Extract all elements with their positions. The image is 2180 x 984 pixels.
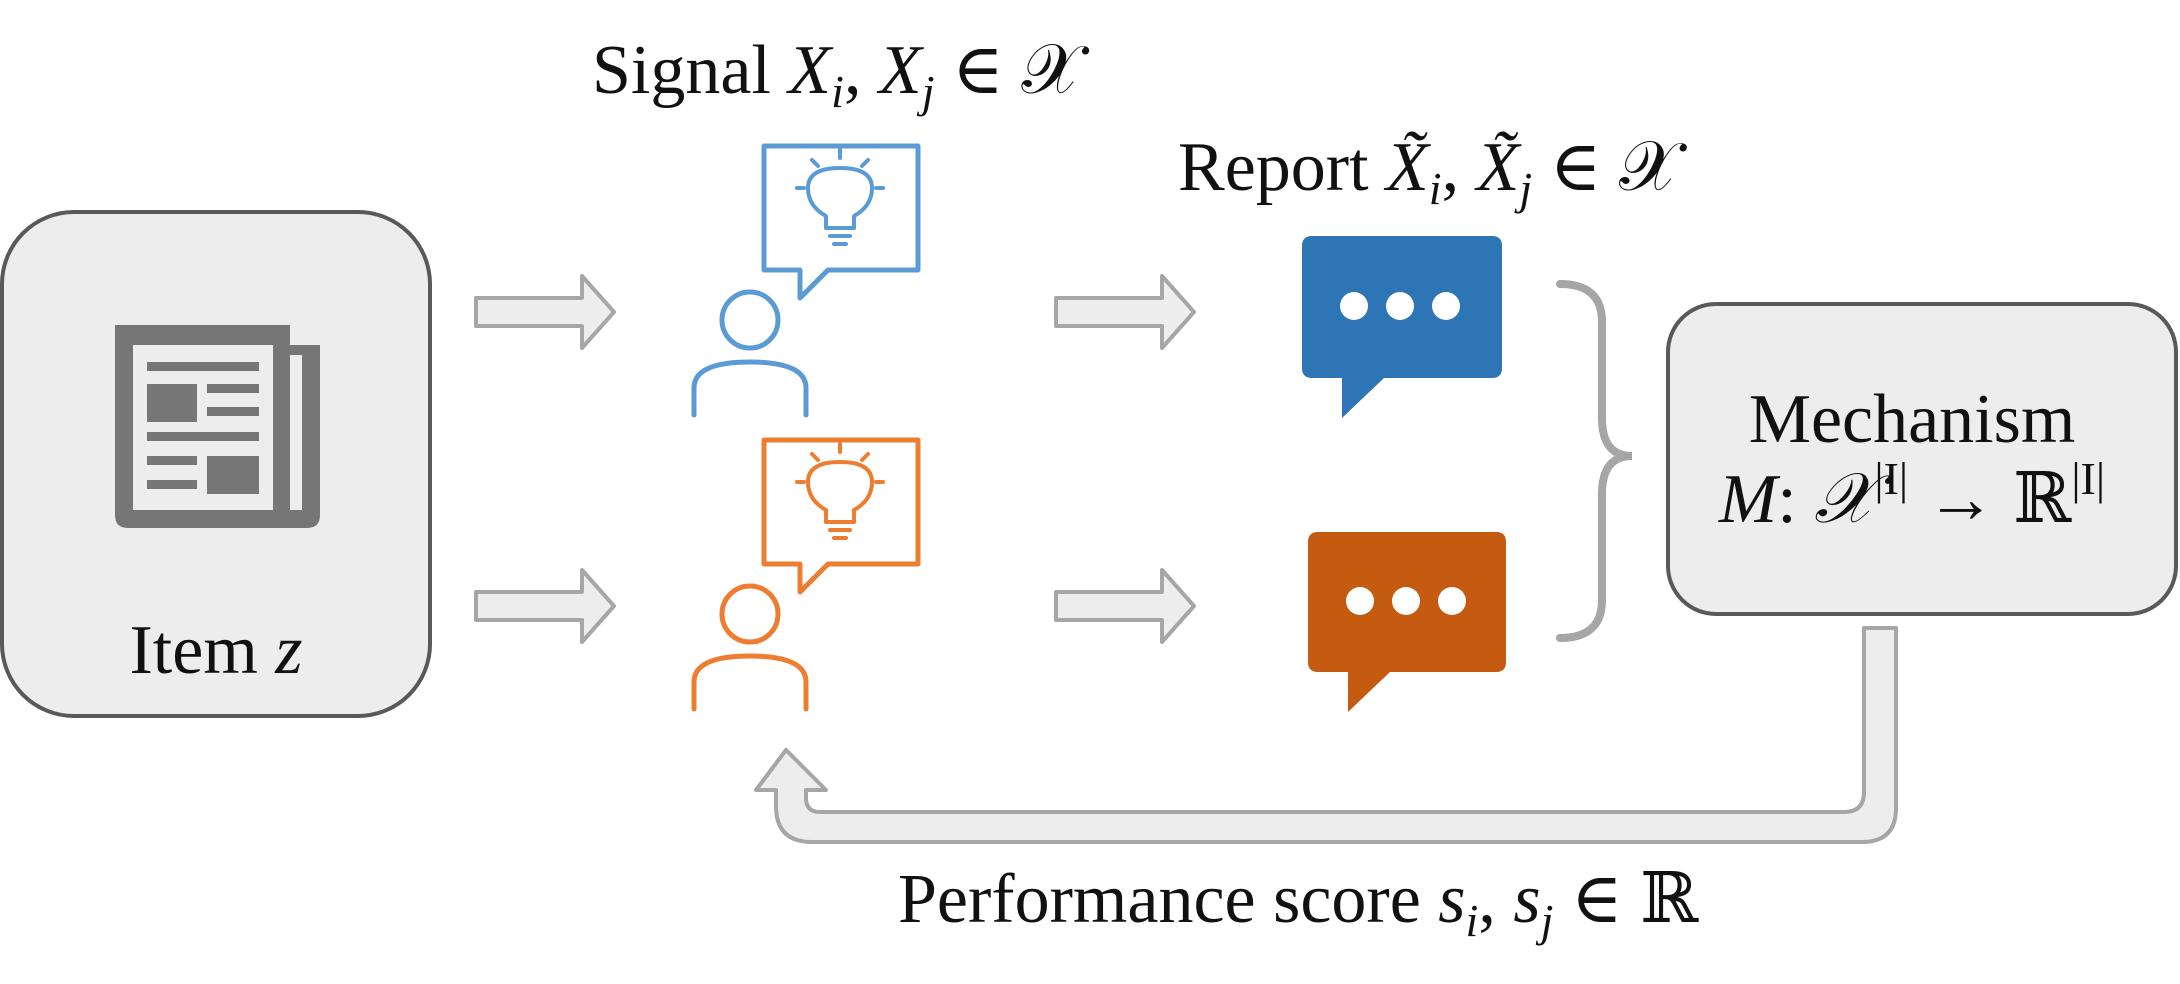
person-icon	[691, 583, 809, 712]
curly-brace	[1556, 280, 1633, 642]
arrow-agent-i-to-report	[1054, 274, 1196, 350]
person-icon	[691, 289, 809, 418]
mechanism-box: Mechanism M: 𝒳|I| → ℝ|I|	[1666, 302, 2178, 616]
speech-bubble-icon	[761, 143, 921, 301]
arrow-agent-j-to-report	[1054, 568, 1196, 644]
agent-i	[691, 143, 921, 418]
signal-label: Signal Xi, Xj ∈ 𝒳	[592, 32, 1089, 117]
score-label: Performance score si, sj ∈ ℝ	[898, 861, 1699, 946]
mechanism-title: Mechanism	[1749, 381, 2076, 458]
newspaper-icon	[115, 325, 320, 528]
arrow-item-to-agent-j	[474, 568, 616, 644]
speech-bubble-icon	[761, 437, 921, 595]
report-i-chat-bubble-icon	[1302, 236, 1502, 418]
mechanism-formula: M: 𝒳|I| → ℝ|I|	[1718, 453, 2105, 538]
lightbulb-icon	[795, 442, 885, 540]
lightbulb-icon	[795, 148, 885, 246]
report-j-chat-bubble-icon	[1308, 532, 1506, 712]
item-box: Item z	[0, 210, 432, 718]
agent-j	[691, 437, 921, 712]
item-label: Item z	[129, 612, 302, 689]
report-label: Report X̃i, X̃j ∈ 𝒳	[1178, 129, 1687, 214]
feedback-arrow-outline	[754, 626, 1898, 844]
arrow-item-to-agent-i	[474, 274, 616, 350]
